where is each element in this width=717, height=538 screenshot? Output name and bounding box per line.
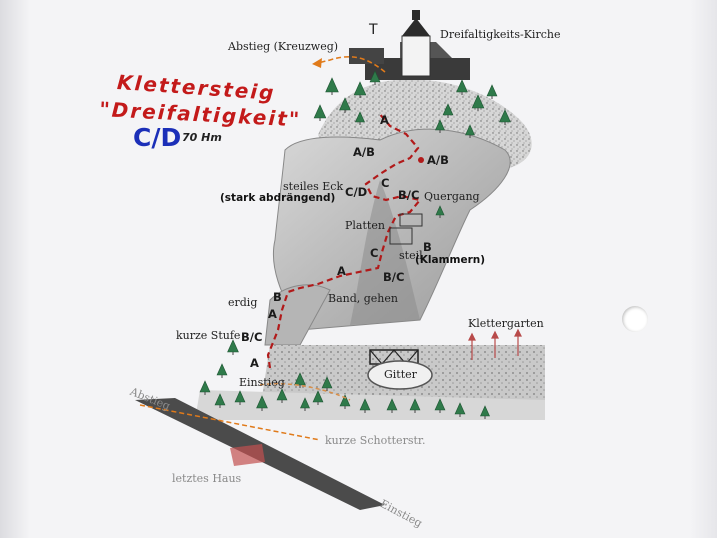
conifer-tree-icon <box>227 339 239 355</box>
traverse-box <box>399 213 423 227</box>
conifer-tree-icon <box>499 109 511 125</box>
grade-c-mid: C <box>370 246 379 260</box>
conifer-tree-icon <box>216 363 228 378</box>
last-house-label: letztes Haus <box>172 472 242 485</box>
conifer-tree-icon <box>369 70 381 85</box>
gate-structure <box>367 349 433 390</box>
conifer-tree-icon <box>312 390 324 405</box>
conifer-tree-icon <box>486 84 498 99</box>
grade-a-mid: A <box>337 264 346 278</box>
conifer-tree-icon <box>339 394 351 409</box>
steep-corner-label: steiles Eck <box>283 180 344 193</box>
approach-path <box>259 382 351 401</box>
church-label: Dreifaltigkeits-Kirche <box>440 28 561 41</box>
ledge-label: Band, gehen <box>328 292 398 305</box>
conifer-tree-icon <box>435 205 445 218</box>
conifer-tree-icon <box>386 398 398 413</box>
slab-box <box>389 227 413 245</box>
grade-cd: C/D <box>345 185 368 199</box>
gate-label: Gitter <box>384 368 417 381</box>
conifer-tree-icon <box>454 402 466 417</box>
earthy-label: erdig <box>228 296 258 309</box>
descent-top-label: Abstieg (Kreuzweg) <box>228 40 339 53</box>
conifer-tree-icon <box>300 397 310 411</box>
conifer-tree-icon <box>321 376 333 391</box>
climbing-garden-label: Klettergarten <box>468 317 544 330</box>
climbing-route <box>266 111 423 369</box>
conifer-tree-icon <box>359 398 371 413</box>
conifer-tree-icon <box>313 104 327 121</box>
gravel-road-label: kurze Schotterstr. <box>325 434 426 447</box>
grade-bc-mid: B/C <box>383 270 405 284</box>
rock-shadow <box>350 180 420 325</box>
overall-difficulty: C/D <box>133 123 182 152</box>
conifer-tree-icon <box>276 388 288 403</box>
conifer-tree-icon <box>465 124 475 138</box>
grade-b-mid: B <box>423 240 432 254</box>
conifer-tree-icon <box>480 405 490 419</box>
descent-arrowhead-top <box>312 58 322 68</box>
grade-ab-right: A/B <box>427 153 449 167</box>
grade-bc-low: B/C <box>241 330 263 344</box>
conifer-tree-icon <box>325 77 339 95</box>
conifer-tree-icon <box>442 103 454 118</box>
short-step-label: kurze Stufe <box>176 329 241 342</box>
conifer-tree-icon <box>355 111 365 125</box>
route-junction-marker <box>418 157 424 163</box>
traverse-label: Quergang <box>424 190 480 203</box>
grade-b-low: B <box>273 290 282 304</box>
grade-a-low: A <box>268 307 277 321</box>
conifer-tree-icon <box>199 380 211 395</box>
conifer-tree-icon <box>256 395 268 411</box>
church-building: T <box>349 10 470 80</box>
elevation-gain: 70 Hm <box>182 131 222 144</box>
conifer-tree-icon <box>434 398 446 413</box>
start-label: Einstieg <box>239 376 285 389</box>
descent-arrow-top <box>317 56 386 73</box>
conifer-tree-icon <box>214 393 226 408</box>
road <box>135 398 385 510</box>
conifer-tree-icon <box>471 94 485 111</box>
grade-c-upper: C <box>381 176 390 190</box>
grade-top-a: A <box>380 113 389 127</box>
descent-line-bottom <box>139 404 321 441</box>
grade-a-start: A <box>250 356 259 370</box>
punch-hole <box>622 306 648 332</box>
tree-group <box>199 70 511 419</box>
conifer-tree-icon <box>435 119 445 133</box>
clamps-note: (Klammern) <box>415 254 486 266</box>
conifer-tree-icon <box>339 97 351 113</box>
climbing-garden-arrows <box>468 328 522 360</box>
grade-bc-upper: B/C <box>398 188 420 202</box>
steep-label: steil <box>399 249 423 262</box>
steep-corner-note: (stark abdrängend) <box>220 192 336 204</box>
rock-left-ledge <box>264 284 331 346</box>
slabs-label: Platten <box>345 219 385 232</box>
grade-ab-left: A/B <box>353 145 375 159</box>
conifer-tree-icon <box>353 81 367 98</box>
conifer-tree-icon <box>294 372 306 388</box>
conifer-tree-icon <box>234 390 246 405</box>
svg-text:T: T <box>368 22 378 38</box>
conifer-tree-icon <box>409 398 421 413</box>
conifer-tree-icon <box>456 79 468 95</box>
